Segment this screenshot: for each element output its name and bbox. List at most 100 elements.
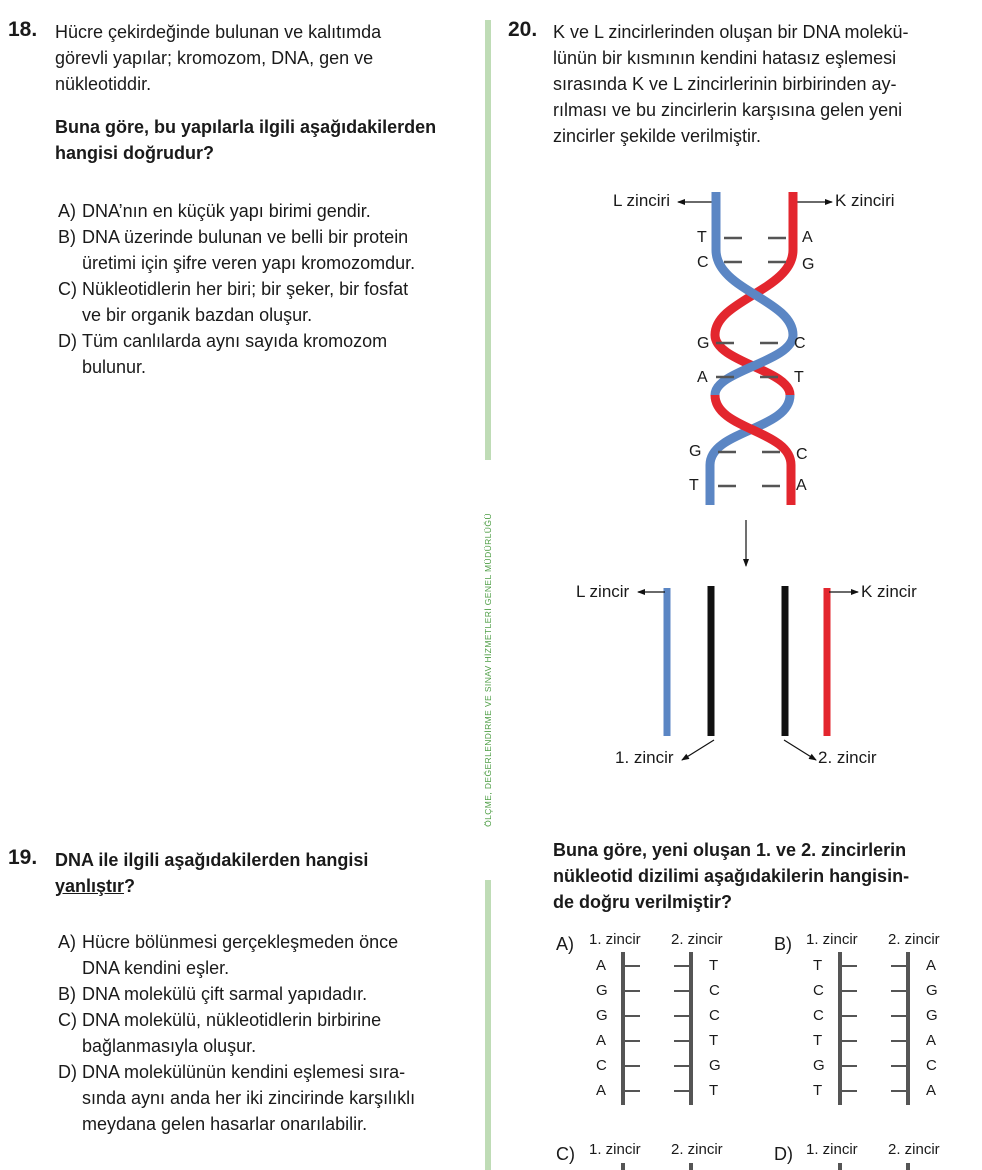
seq-a-2: G [709,1057,721,1074]
seq-a-2: T [709,1032,719,1049]
base-right: C [794,335,806,352]
q18-stem-line: Hücre çekirdeğinde bulunan ve kalıtımda [55,22,382,42]
option-text: Hücre bölünmesi gerçekleşmeden önce [82,932,399,952]
q18-option-a[interactable]: A)DNA’nın en küçük yapı birimi gendir. [58,198,415,224]
q18-question-line: hangisi doğrudur? [55,143,214,163]
option-letter: D) [58,1062,77,1082]
base-left: T [689,477,699,494]
base-right: C [796,446,808,463]
base-left: G [689,443,702,460]
q18-option-b[interactable]: B) DNA üzerinde bulunan ve belli bir prot… [58,224,415,276]
q20-number: 20. [508,18,538,41]
label-l-zincir: L zincir [576,582,630,601]
q19-question-line: DNA ile ilgili aşağıdakilerden hangisi [55,850,369,870]
option-text: bulunur. [82,357,147,377]
q19-option-b[interactable]: B)DNA molekülü çift sarmal yapıdadır. [58,981,415,1007]
seq-b-2: A [926,1082,937,1099]
q20-stem-line: zincirler şekilde verilmiştir. [553,126,762,146]
option-text: Tüm canlılarda aynı sayıda kromozom [82,331,388,351]
label-1-zincir: 1. zincir [615,748,674,767]
option-letter: A) [58,932,76,952]
option-text: DNA üzerinde bulunan ve belli bir protei… [82,227,409,247]
q18-stem-line: nükleotiddir. [55,74,152,94]
base-left: G [697,335,710,352]
seq-a-1: C [596,1057,607,1074]
q20-option-b-h2: 2. zincir [888,931,940,948]
option-text: Nükleotidlerin her biri; bir şeker, bir … [82,279,409,299]
option-text: DNA molekülünün kendini eşlemesi sıra- [82,1062,406,1082]
q18-number: 18. [8,18,38,41]
seq-b-2: C [926,1057,937,1074]
seq-a-2: T [709,1082,719,1099]
option-text: DNA molekülü çift sarmal yapıdadır. [82,984,368,1004]
helix-blue-lower [705,394,795,505]
label-l-zinciri: L zinciri [613,191,670,210]
q20-stem: K ve L zincirlerinden oluşan bir DNA mol… [553,19,909,149]
seq-b-1: C [813,982,824,999]
base-left: C [697,254,709,271]
q20-question-line: de doğru verilmiştir? [553,892,733,912]
q20-option-d-h2: 2. zincir [888,1141,940,1158]
option-letter: C) [58,279,77,299]
q20-option-c-h2: 2. zincir [671,1141,723,1158]
base-right: A [796,477,807,494]
base-pair-rungs [716,236,786,488]
label-2-zincir: 2. zincir [818,748,877,767]
q20-option-b-letter[interactable]: B) [774,934,792,954]
seq-a-1: A [596,1032,607,1049]
seq-b-1: C [813,1007,824,1024]
option-text: DNA molekülü, nükleotidlerin birbirine [82,1010,382,1030]
q18-option-c[interactable]: C)Nükleotidlerin her biri; bir şeker, bi… [58,276,415,328]
q19-question-line: yanlıştır? [55,873,368,899]
base-right: T [794,369,804,386]
base-left: T [697,229,707,246]
option-text: DNA kendini eşler. [82,958,230,978]
q19-option-c[interactable]: C)DNA molekülü, nükleotidlerin birbirine… [58,1007,415,1059]
q19-option-d[interactable]: D)DNA molekülünün kendini eşlemesi sıra-… [58,1059,415,1137]
seq-b-1: T [813,1032,823,1049]
q20-stem-line: rılması ve bu zincirlerin karşısına gele… [553,100,903,120]
seq-a-2: C [709,982,720,999]
q20-stem-line: sırasında K ve L zincirlerinin birbirind… [553,74,897,94]
helix-red-upper [710,192,798,397]
q20-option-d-letter[interactable]: D) [774,1144,793,1164]
q18-stem: Hücre çekirdeğinde bulunan ve kalıtımda … [55,19,381,97]
label-k-zincir: K zincir [861,582,917,601]
option-ladders [621,952,910,1170]
base-left: A [697,369,708,386]
q20-option-c-h1: 1. zincir [589,1141,641,1158]
seq-b-2: G [926,982,938,999]
base-right: G [802,256,815,273]
seq-b-2: A [926,957,937,974]
label-k-zinciri: K zinciri [835,191,895,210]
q18-question: Buna göre, bu yapılarla ilgili aşağıdaki… [55,114,436,166]
seq-a-1: G [596,1007,608,1024]
q19-underlined-word: yanlıştır [55,876,125,896]
q20-question-line: Buna göre, yeni oluşan 1. ve 2. zincirle… [553,840,907,860]
option-text: meydana gelen hasarlar onarılabilir. [82,1114,368,1134]
q19-question-mark: ? [124,876,136,896]
q18-question-line: Buna göre, bu yapılarla ilgili aşağıdaki… [55,117,437,137]
q20-option-c-letter[interactable]: C) [556,1144,575,1164]
base-right: A [802,229,813,246]
seq-b-2: A [926,1032,937,1049]
option-letter: B) [58,227,76,247]
option-text: sında aynı anda her iki zincirinde karşı… [82,1088,416,1108]
q19-question: DNA ile ilgili aşağıdakilerden hangisi y… [55,847,368,899]
helix-blue-upper [710,192,798,397]
q20-option-d-h1: 1. zincir [806,1141,858,1158]
q20-option-a-letter[interactable]: A) [556,934,574,954]
seq-b-1: G [813,1057,825,1074]
arrow-1-zincir [681,739,715,761]
helix-red-lower [710,394,796,505]
q18-option-d[interactable]: D)Tüm canlılarda aynı sayıda kromozom bul… [58,328,415,380]
seq-b-1: T [813,1082,823,1099]
option-text: bağlanmasıyla oluşur. [82,1036,257,1056]
option-letter: D) [58,331,77,351]
option-text: DNA’nın en küçük yapı birimi gendir. [82,201,371,221]
q19-number: 19. [8,846,38,869]
q20-question: Buna göre, yeni oluşan 1. ve 2. zincirle… [553,837,909,915]
